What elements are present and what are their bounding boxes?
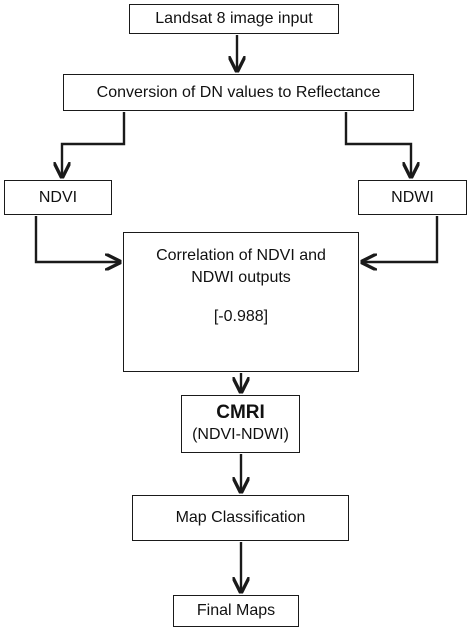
edge-conversion-to-ndwi — [344, 112, 411, 177]
node-ndvi: NDVI — [4, 180, 112, 215]
node-final-maps: Final Maps — [173, 595, 299, 627]
node-ndwi-label: NDWI — [391, 188, 434, 206]
node-correlation-value: [-0.988] — [213, 308, 269, 326]
node-cmri: CMRI (NDVI-NDWI) — [181, 395, 300, 453]
node-correlation-line2: NDWI outputs — [191, 268, 291, 286]
node-map-classification-label: Map Classification — [175, 509, 306, 527]
node-landsat-input: Landsat 8 image input — [129, 4, 339, 34]
node-ndvi-label: NDVI — [38, 188, 78, 206]
node-dn-conversion-label: Conversion of DN values to Reflectance — [96, 83, 381, 101]
node-cmri-subtitle: (NDVI-NDWI) — [192, 426, 289, 444]
edge-ndwi-to-correlation — [362, 216, 439, 262]
edge-conversion-to-ndvi — [62, 112, 126, 177]
node-cmri-title: CMRI — [216, 402, 265, 424]
node-dn-conversion: Conversion of DN values to Reflectance — [63, 74, 414, 111]
node-map-classification: Map Classification — [132, 495, 349, 541]
node-ndwi: NDWI — [358, 180, 467, 215]
node-final-maps-label: Final Maps — [196, 602, 276, 620]
node-correlation: Correlation of NDVI and NDWI outputs [-0… — [123, 232, 359, 372]
edge-ndvi-to-correlation — [34, 216, 120, 262]
node-correlation-line1: Correlation of NDVI and — [156, 247, 326, 264]
node-landsat-input-label: Landsat 8 image input — [155, 10, 313, 28]
